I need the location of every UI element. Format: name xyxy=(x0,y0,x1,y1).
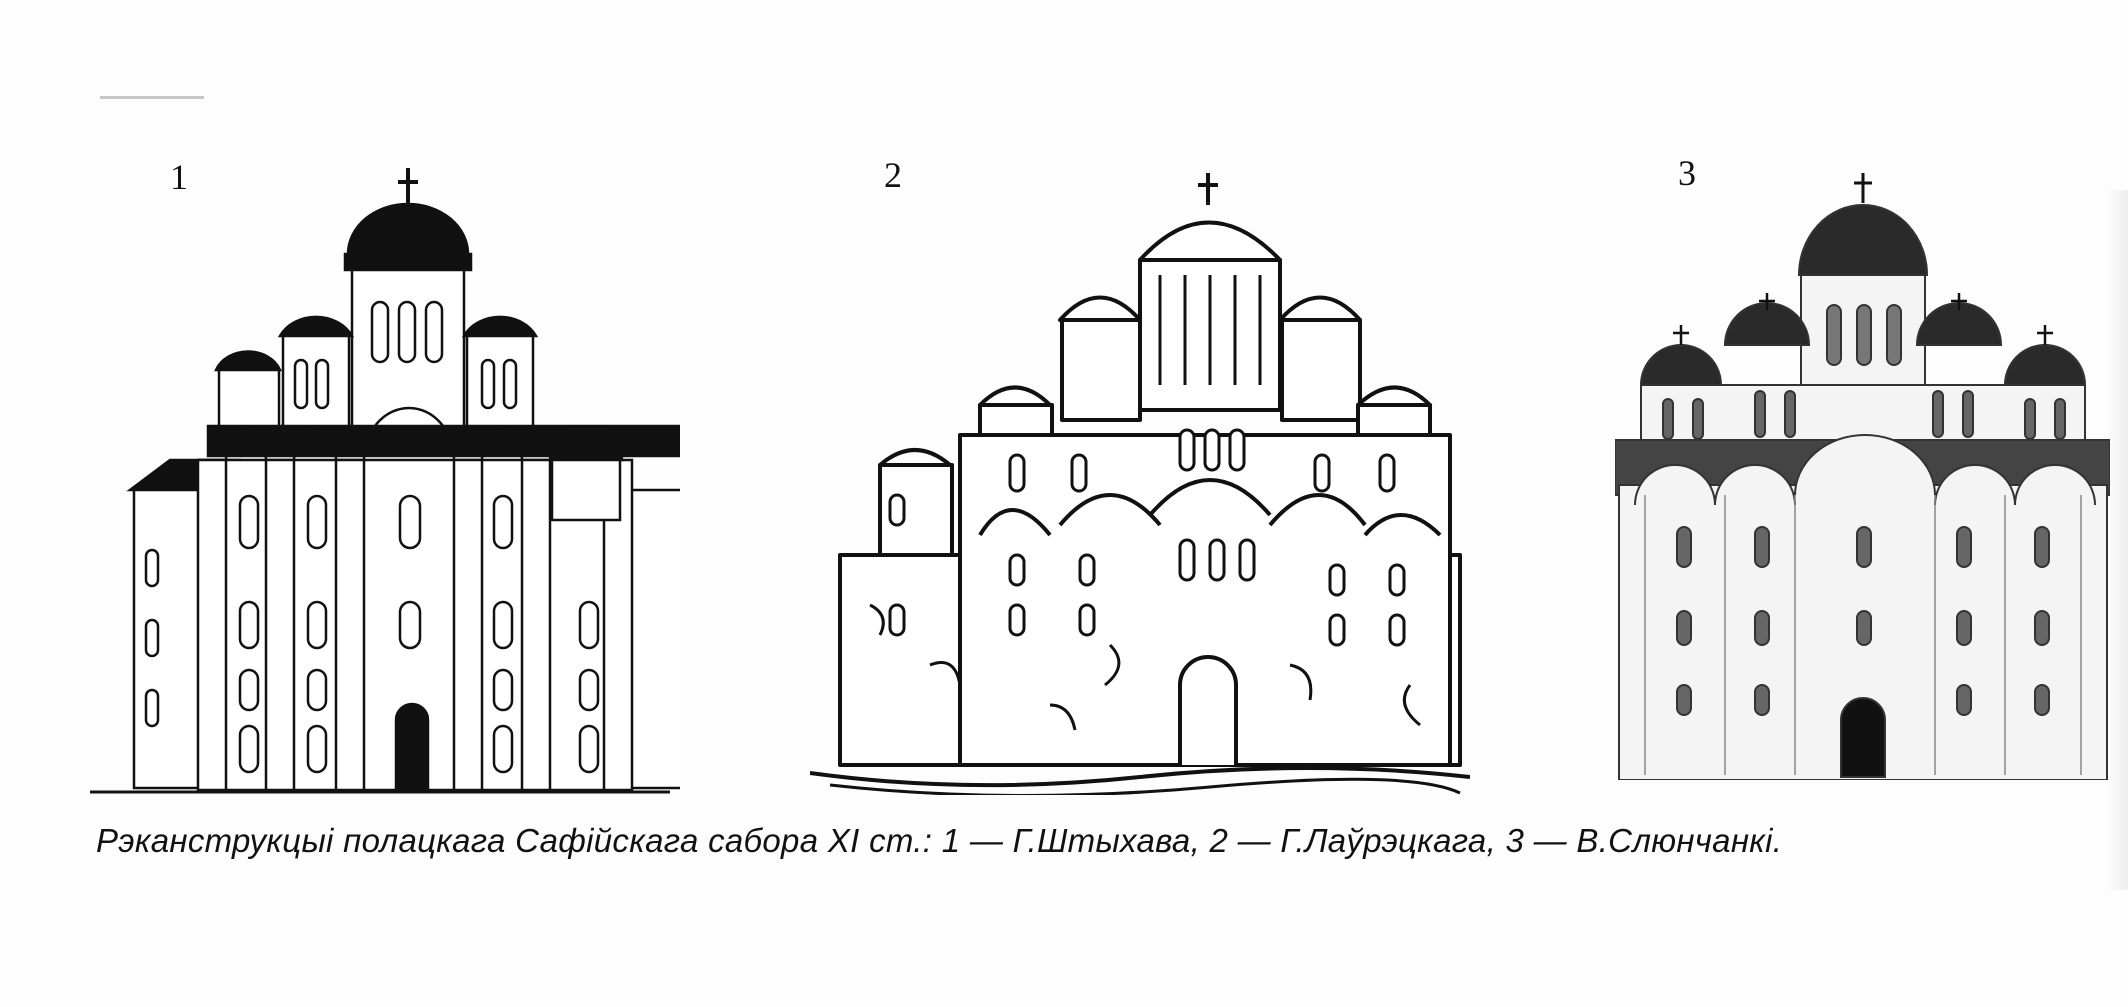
top-rule xyxy=(100,96,204,99)
figure-1-cathedral-drawing xyxy=(90,168,680,794)
figure-3-number: 3 xyxy=(1678,153,1696,193)
figure-3-cathedral-drawing xyxy=(1615,173,2110,780)
figure-1-number: 1 xyxy=(170,157,188,197)
figure-2-cathedral-drawing xyxy=(810,173,1470,795)
figure-2-number: 2 xyxy=(884,155,902,195)
figure-caption: Рэканструкцыі полацкага Сафійскага сабор… xyxy=(96,822,1783,859)
